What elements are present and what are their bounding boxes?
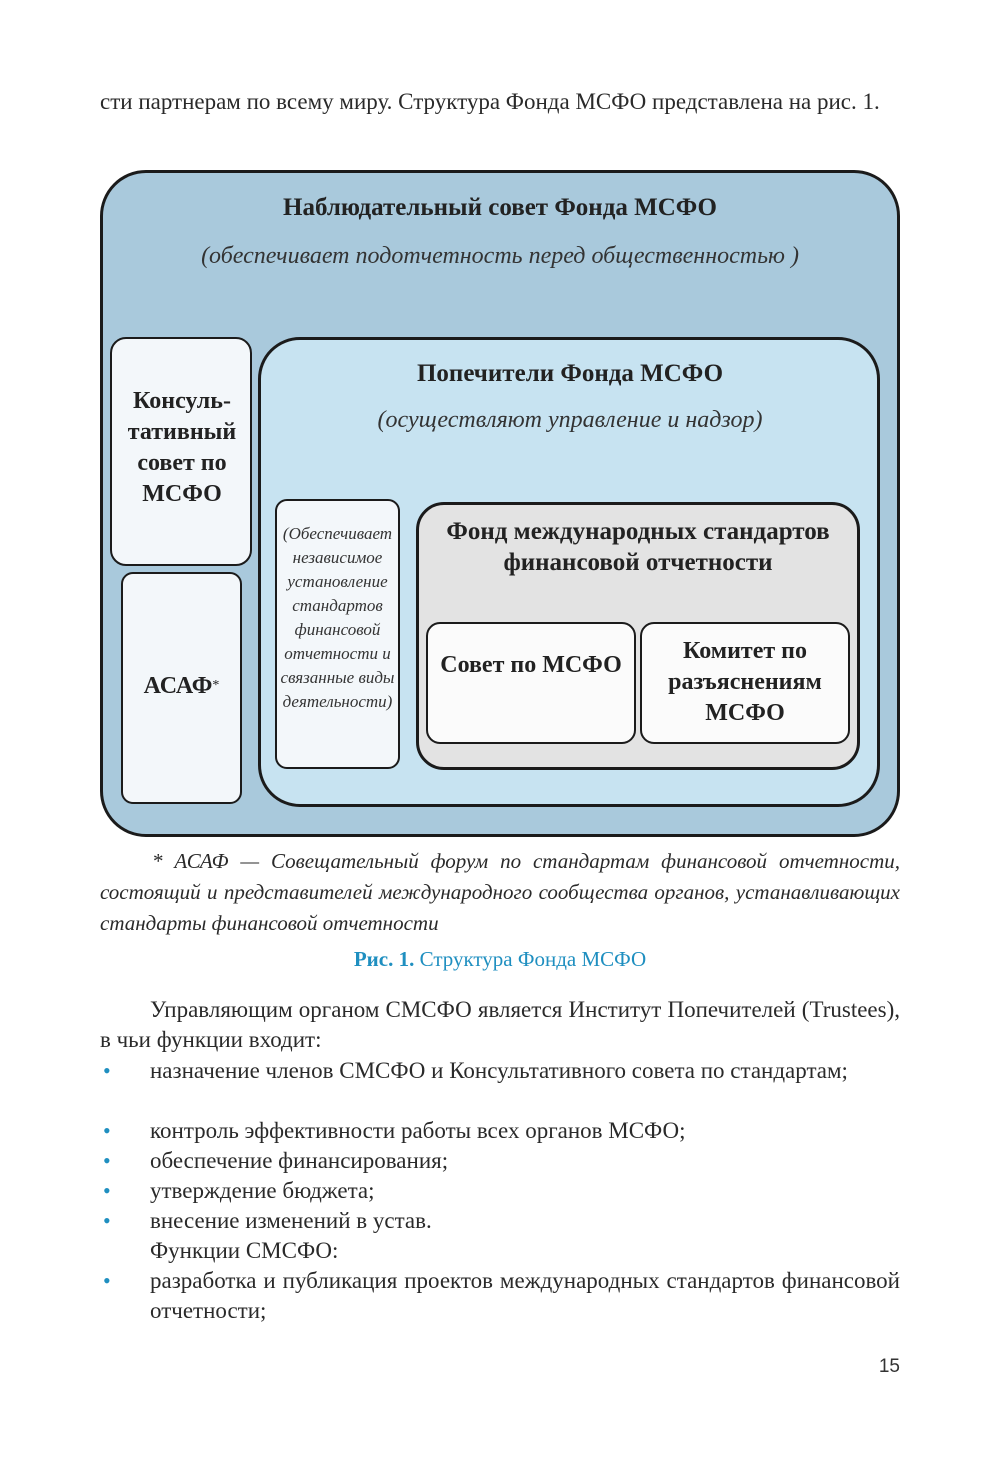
board-title: Наблюдательный совет Фонда МСФО — [283, 194, 717, 221]
ifrs-board-box — [426, 622, 636, 744]
board-subtitle: (обеспечивает подотчетность перед общест… — [201, 243, 799, 269]
list-item: • внесение изменений в устав. — [100, 1206, 900, 1236]
bullet: • — [103, 1058, 111, 1083]
figure-footnote: * АСАФ — Совещательный форум по стандарт… — [100, 849, 900, 935]
asaf-box — [121, 572, 242, 804]
foundation-note-box — [275, 499, 400, 769]
trustees-paragraph: Управляющим органом СМСФО является Инсти… — [100, 997, 900, 1052]
bullet: • — [103, 1118, 111, 1143]
list-item-text: внесение изменений в устав. — [150, 1208, 432, 1233]
advisory-council-label: Консуль-тативный совет по МСФО — [127, 388, 237, 507]
list-item: • разработка и публикация проектов между… — [100, 1266, 900, 1326]
list-item: • назначение членов СМСФО и Консультатив… — [100, 1056, 900, 1086]
foundation-note-text: (Обеспечивает независимое установление с… — [280, 524, 395, 711]
interpretations-committee-label: Комитет по разъяснениям МСФО — [668, 638, 822, 726]
bullet: • — [103, 1178, 111, 1203]
asaf-footnote-mark: * — [212, 678, 220, 693]
bullet: • — [103, 1208, 111, 1233]
intro-paragraph: сти партнерам по всему миру. Структура Ф… — [100, 89, 880, 114]
trustees-title: Попечители Фонда МСФО — [416, 360, 724, 387]
list-item: • утверждение бюджета; — [100, 1176, 900, 1206]
list-item: • обеспечение финансирования; — [100, 1146, 900, 1176]
trustees-subtitle: (осуществляют управление и надзор) — [377, 407, 763, 433]
list-item-text: утверждение бюджета; — [150, 1178, 375, 1203]
list-item: • контроль эффективности работы всех орг… — [100, 1116, 900, 1146]
bullet: • — [103, 1148, 111, 1173]
ifrs-board-label: Совет по МСФО — [440, 652, 622, 678]
list-item-text: контроль эффективности работы всех орган… — [150, 1118, 686, 1143]
asaf-name: АСАФ — [143, 673, 213, 699]
figure-caption: Рис. 1. Структура Фонда МСФО — [100, 944, 900, 974]
list-item-text: разработка и публикация проектов междуна… — [150, 1268, 900, 1323]
page-number: 15 — [878, 1356, 900, 1377]
caption-text: Структура Фонда МСФО — [419, 947, 647, 971]
bullet: • — [103, 1268, 111, 1293]
caption-label: Рис. 1. — [353, 947, 415, 971]
functions-heading: Функции СМСФО: — [150, 1238, 339, 1263]
asaf-label: АСАФ* — [121, 668, 242, 704]
list-item-text: обеспечение финансирования; — [150, 1148, 449, 1173]
list-item-text: назначение членов СМСФО и Консультативно… — [150, 1058, 848, 1083]
ifrs-foundation-title: Фонд международных стандартов финансовой… — [446, 518, 830, 576]
advisory-council-box — [110, 337, 252, 566]
interpretations-committee-box — [640, 622, 850, 744]
